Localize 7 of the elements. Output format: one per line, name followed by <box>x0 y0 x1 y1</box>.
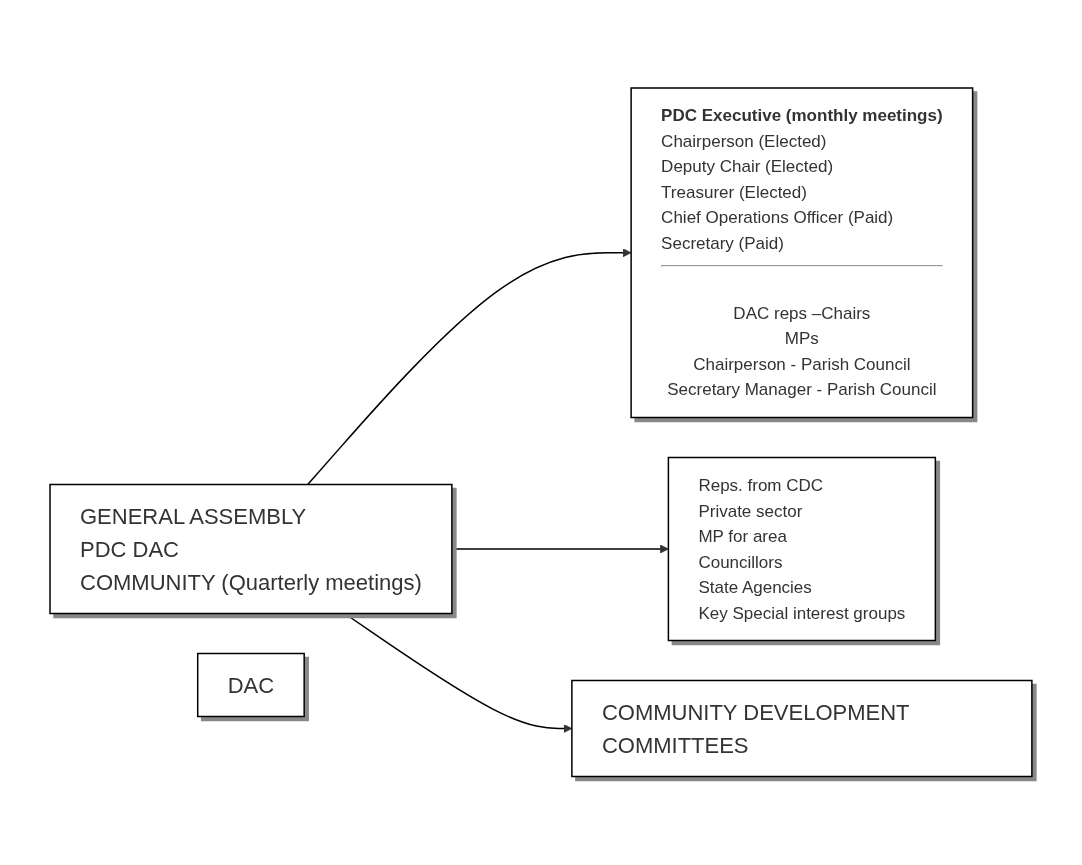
node-box: DAC <box>197 653 305 718</box>
node-box: Reps. from CDC Private sector MP for area Councillors State Agencies Key Special interest groups <box>667 457 937 642</box>
arrow <box>451 544 669 554</box>
node-box: GENERAL ASSEMBLY PDC DAC COMMUNITY (Quarterly meetings) <box>49 484 453 615</box>
node-box: COMMUNITY DEVELOPMENT COMMITTEES <box>571 680 1033 778</box>
node-box: PDC Executive (monthly meetings) Chairperson (Elected) Deputy Chair (Elected) Treasurer (Elected) Chief Operations Officer (Paid) Secretary (Paid) DAC reps –Chairs MPs Chairperson - Parish Council Secretary Manager - Parish Council <box>630 87 974 419</box>
arrow <box>307 248 632 486</box>
